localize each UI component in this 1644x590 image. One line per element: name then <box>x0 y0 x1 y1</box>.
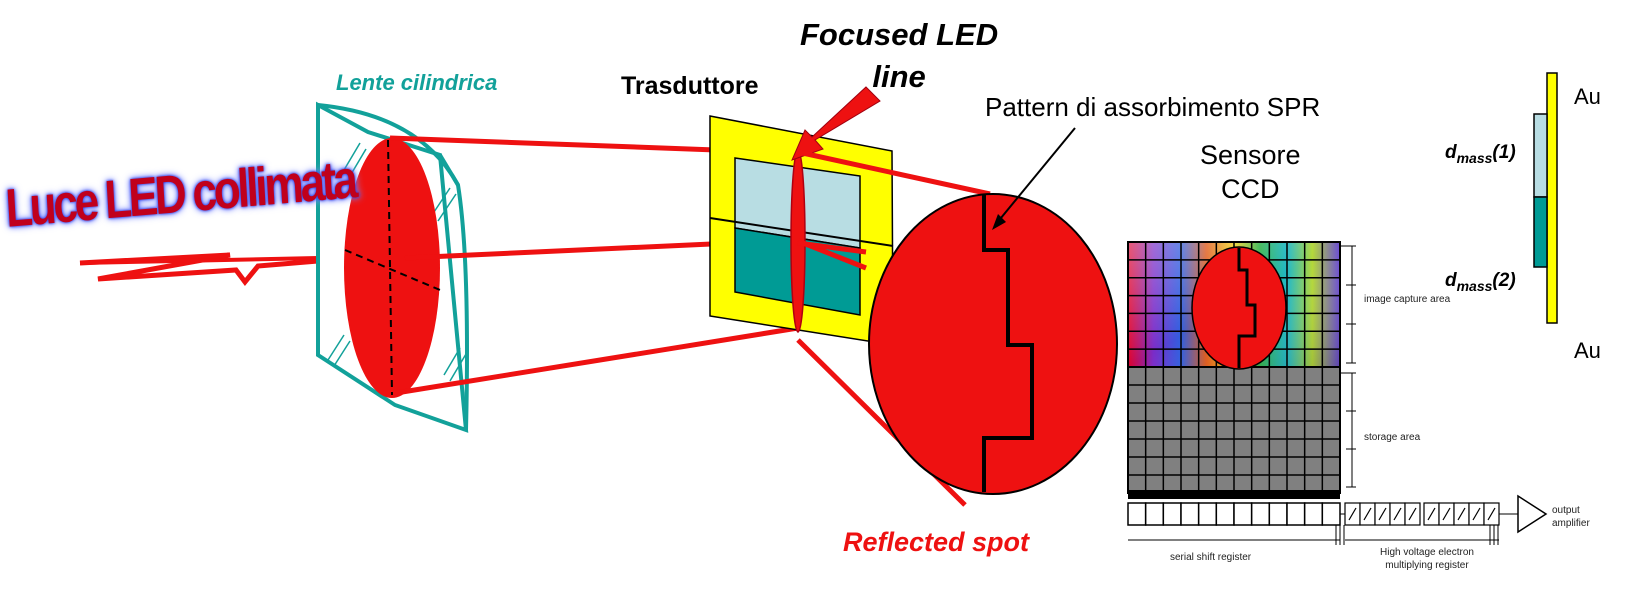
reflected-spot-label: Reflected spot <box>843 527 1030 557</box>
storage-area-label: storage area <box>1364 432 1421 443</box>
incoming-beam-top <box>79 256 319 265</box>
hv-register-stroke <box>1457 507 1466 521</box>
hv-register-stroke <box>1393 507 1402 521</box>
serial-register-cell <box>1215 502 1235 526</box>
incoming-beam <box>79 252 319 287</box>
spr-absorption-step-pattern <box>982 195 1034 492</box>
lens-dashed-horizontal <box>344 249 441 291</box>
serial-register-cell <box>1197 502 1218 526</box>
dmass-1-label: dmass(1) <box>1445 142 1516 166</box>
serial-register-cell <box>1321 502 1341 526</box>
focused-led-line-label: Focused LED line <box>800 14 998 98</box>
ccd-projected-spot <box>1191 246 1287 370</box>
hv-register-stroke <box>1427 507 1436 521</box>
hv-register-stroke <box>1363 507 1372 521</box>
dmass-2-label: dmass(2) <box>1445 270 1516 294</box>
lente-cilindrica-label: Lente cilindrica <box>336 70 498 95</box>
trasduttore-label: Trasduttore <box>621 72 759 100</box>
reflected-spot <box>868 193 1118 495</box>
au-dmass-layer-bar <box>1533 72 1558 324</box>
serial-register-cell <box>1233 502 1253 526</box>
serial-register-cell <box>1286 502 1306 526</box>
output-amplifier-symbol <box>1517 494 1548 534</box>
image-capture-area-label: image capture area <box>1364 294 1451 305</box>
serial-register-cell <box>1144 502 1165 526</box>
output-amplifier-label: output amplifier <box>1552 504 1590 530</box>
hv-register-label: High voltage electron multiplying regist… <box>1380 546 1474 572</box>
serial-register-cell <box>1250 502 1271 526</box>
lens-beam-spot <box>344 138 440 398</box>
ccd-step-pattern <box>1237 248 1257 368</box>
hv-register-stroke <box>1442 507 1451 521</box>
serial-register-cell <box>1180 502 1200 526</box>
hv-label-line1: High voltage electron <box>1380 547 1474 558</box>
pattern-pointer <box>995 127 1076 225</box>
pattern-label: Pattern di assorbimento SPR <box>985 92 1321 122</box>
hv-register-stroke <box>1408 507 1417 521</box>
sensore-ccd-label: Sensore CCD <box>1200 138 1301 206</box>
hv-register-stroke <box>1378 507 1387 521</box>
serial-shift-register-label: serial shift register <box>1170 552 1252 563</box>
serial-register-cell <box>1303 502 1324 526</box>
output-label-line1: output <box>1552 505 1580 516</box>
lens-dashed-vertical <box>387 139 393 396</box>
sensore-label-line1: Sensore <box>1200 140 1301 170</box>
hv-register-stroke <box>1348 507 1357 521</box>
hv-register-stroke <box>1487 507 1496 521</box>
au-top-label: Au <box>1574 84 1601 109</box>
hv-label-line2: multiplying register <box>1385 560 1469 571</box>
serial-register-cell <box>1162 502 1182 526</box>
focused-label-line2: line <box>872 59 926 94</box>
output-label-line2: amplifier <box>1552 518 1590 529</box>
hv-register-stroke <box>1472 507 1481 521</box>
serial-register-cell <box>1268 502 1288 526</box>
au-bottom-label: Au <box>1574 338 1601 363</box>
sensore-label-line2: CCD <box>1221 174 1280 204</box>
serial-register-cell <box>1127 502 1147 526</box>
focused-label-line1: Focused LED <box>800 17 999 52</box>
ccd-sensor <box>1127 241 1548 545</box>
